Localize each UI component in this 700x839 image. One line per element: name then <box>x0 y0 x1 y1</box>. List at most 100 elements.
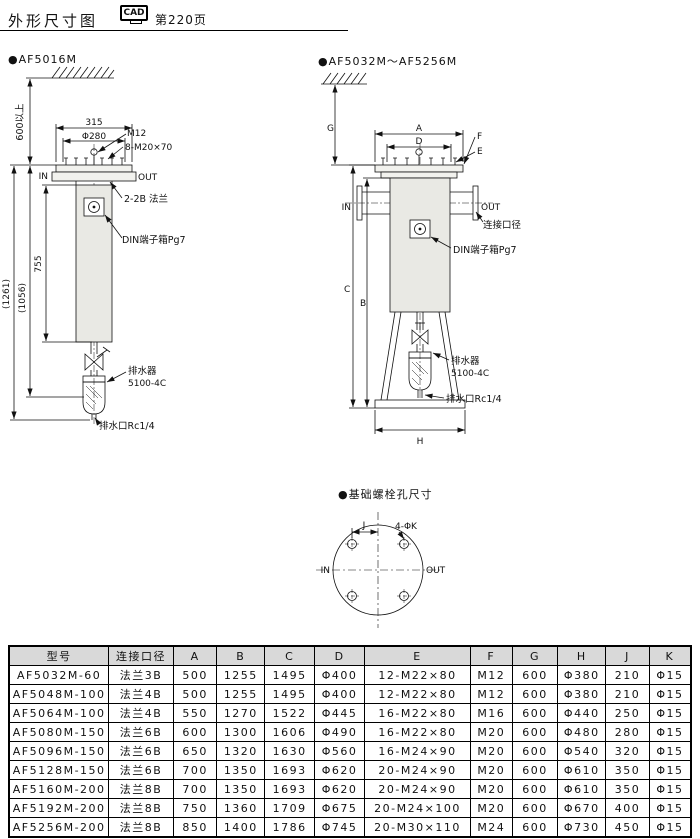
dim-1261-label: (1261) <box>2 279 12 309</box>
table-cell: 600 <box>511 817 559 838</box>
table-header-cell: F <box>470 645 513 666</box>
dim-j <box>351 528 378 538</box>
table-cell: 12-M22×80 <box>363 684 472 704</box>
table-cell: 1360 <box>216 798 266 818</box>
table-cell: Φ560 <box>314 741 365 761</box>
table-cell: 600 <box>511 684 559 704</box>
bolt-holes <box>345 537 411 603</box>
table-cell: 法兰3B <box>108 665 174 685</box>
af5016m-drawing: 315 Φ280 M12 8-M20×70 600以上 IN OUT 2-2B … <box>2 66 186 432</box>
table-cell: AF5160M-200 <box>8 779 110 799</box>
dim-1056-label: (1056) <box>18 283 28 313</box>
dim-h-label: H <box>417 437 424 447</box>
drain-label: 排水器 <box>128 365 157 377</box>
table-cell: 1495 <box>264 684 316 704</box>
left-drawing-title: ●AF5016M <box>8 53 77 66</box>
table-cell: Φ620 <box>314 760 365 780</box>
table-cell: 350 <box>605 779 650 799</box>
port-label: 连接口径 <box>483 219 522 231</box>
table-cell: 700 <box>172 760 218 780</box>
support-legs <box>374 311 466 409</box>
holes-leader <box>397 531 405 540</box>
table-cell: M20 <box>470 779 513 799</box>
table-header-cell: 连接口径 <box>108 645 174 666</box>
table-cell: 1400 <box>216 817 266 838</box>
table-cell: 16-M22×80 <box>363 703 472 723</box>
table-cell: 600 <box>511 779 559 799</box>
table-cell: Φ620 <box>314 779 365 799</box>
table-header-cell: G <box>511 645 559 666</box>
table-header-cell: A <box>172 645 218 666</box>
table-cell: 600 <box>511 703 559 723</box>
base-circle <box>332 524 424 616</box>
drain-assembly <box>408 312 432 398</box>
table-cell: Φ15 <box>648 665 692 685</box>
drain-model-label: 5100-4C <box>128 379 166 389</box>
table-cell: M20 <box>470 798 513 818</box>
dim-j-label: J <box>362 521 366 531</box>
drain-model-label: 5100-4C <box>451 369 489 379</box>
table-header-cell: B <box>216 645 266 666</box>
table-header-cell: J <box>605 645 650 666</box>
outlet-pipe <box>450 185 479 221</box>
filter-body <box>389 177 451 313</box>
table-cell: 1630 <box>264 741 316 761</box>
drain-port-label: 排水口Rc1/4 <box>446 393 502 405</box>
dim-d <box>386 144 452 162</box>
table-cell: 法兰8B <box>108 779 174 799</box>
table-cell: Φ380 <box>557 684 607 704</box>
table-cell: 法兰8B <box>108 817 174 838</box>
in-label: IN <box>39 172 48 182</box>
table-cell: AF5128M-150 <box>8 760 110 780</box>
page-title: 外形尺寸图 <box>8 12 99 30</box>
table-cell: 法兰8B <box>108 798 174 818</box>
table-cell: 250 <box>605 703 650 723</box>
table-cell: Φ730 <box>557 817 607 838</box>
din-leader <box>104 214 123 239</box>
dim-b-label: B <box>360 299 366 309</box>
table-cell: AF5080M-150 <box>8 722 110 742</box>
in-label: IN <box>342 203 351 213</box>
table-cell: Φ380 <box>557 665 607 685</box>
table-cell: Φ15 <box>648 817 692 838</box>
table-cell: 600 <box>511 760 559 780</box>
table-cell: 550 <box>172 703 218 723</box>
table-cell: Φ445 <box>314 703 365 723</box>
table-cell: AF5032M-60 <box>8 665 110 685</box>
table-cell: Φ490 <box>314 722 365 742</box>
table-header-cell: C <box>264 645 316 666</box>
out-label: OUT <box>138 173 158 183</box>
table-cell: 法兰6B <box>108 741 174 761</box>
dim-315 <box>55 124 133 162</box>
dim-e-label: E <box>477 147 483 157</box>
dim-phi280-label: Φ280 <box>82 132 107 142</box>
top-flange-plate <box>374 164 464 173</box>
table-cell: 1255 <box>216 684 266 704</box>
table-header-cell: E <box>363 645 472 666</box>
table-cell: AF5192M-200 <box>8 798 110 818</box>
din-label: DIN端子箱Pg7 <box>122 234 186 246</box>
table-cell: M12 <box>470 684 513 704</box>
table-cell: M16 <box>470 703 513 723</box>
table-cell: 16-M24×90 <box>363 741 472 761</box>
table-cell: 600 <box>511 798 559 818</box>
dim-clearance <box>26 77 50 164</box>
table-cell: 210 <box>605 684 650 704</box>
table-cell: 法兰6B <box>108 722 174 742</box>
table-cell: 1693 <box>264 779 316 799</box>
dim-g <box>331 85 375 166</box>
bolt-leader <box>107 146 124 160</box>
e-leader <box>455 151 476 163</box>
eyebolt <box>415 148 423 165</box>
table-cell: Φ745 <box>314 817 365 838</box>
table-cell: AF5064M-100 <box>8 703 110 723</box>
out-label: OUT <box>481 203 501 213</box>
bolt-diagram-title: ●基础螺栓孔尺寸 <box>338 488 433 501</box>
cad-icon: CAD <box>120 5 148 24</box>
din-terminal-box <box>83 197 105 217</box>
table-cell: 400 <box>605 798 650 818</box>
